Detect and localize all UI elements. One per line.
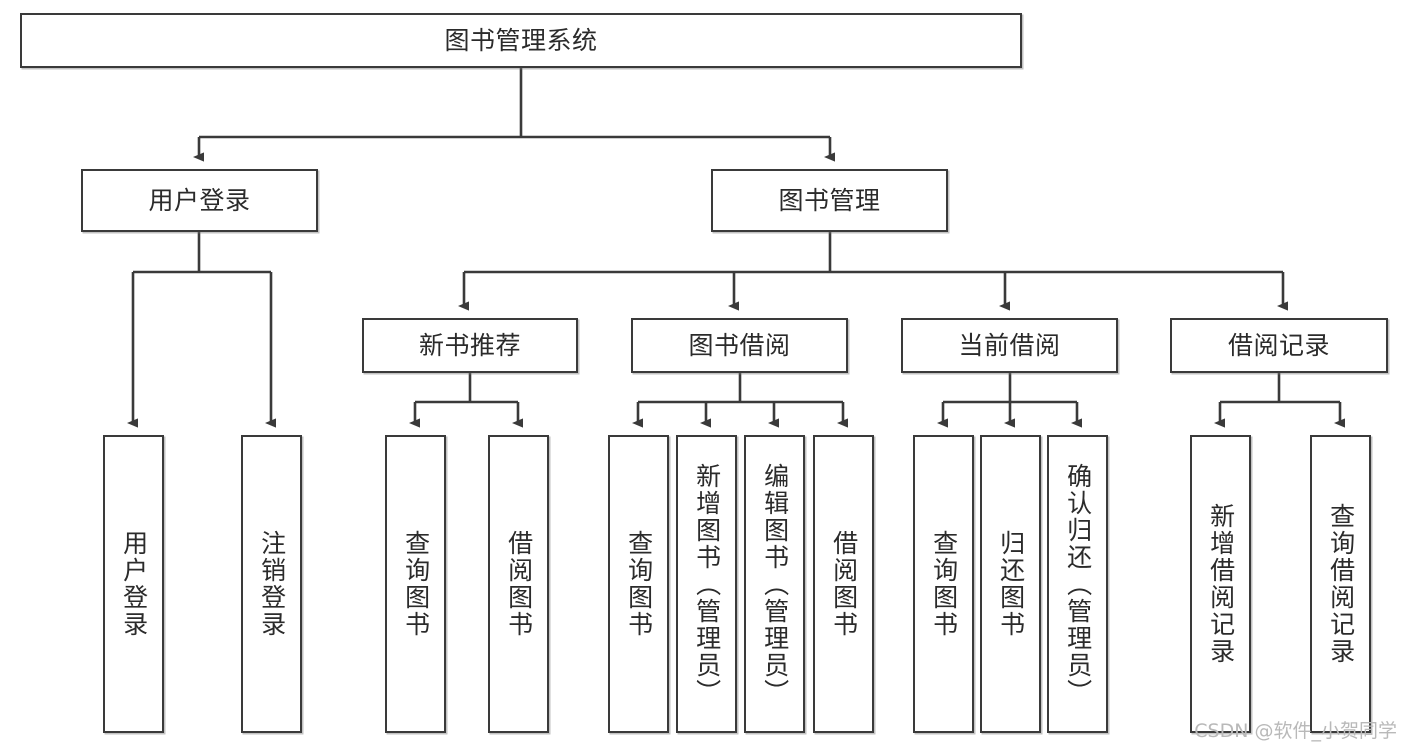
node-leaf-confirm-return[interactable]: 确认归还（管理员）	[1047, 435, 1108, 733]
node-borrow-record-label: 借阅记录	[1227, 330, 1330, 360]
node-leaf-query-record-label: 查询借阅记录	[1326, 503, 1356, 665]
node-leaf-return-book-label: 归还图书	[996, 530, 1026, 638]
node-user-login[interactable]: 用户登录	[81, 169, 318, 232]
node-leaf-query-book-1[interactable]: 查询图书	[385, 435, 446, 733]
node-leaf-user-login[interactable]: 用户登录	[103, 435, 164, 733]
node-leaf-return-book[interactable]: 归还图书	[980, 435, 1041, 733]
node-leaf-user-login-label: 用户登录	[119, 530, 149, 638]
node-leaf-query-book-3[interactable]: 查询图书	[913, 435, 974, 733]
node-new-book-recommend-label: 新书推荐	[418, 330, 521, 360]
node-leaf-confirm-return-label: 确认归还（管理员）	[1063, 462, 1093, 706]
node-leaf-logout-label: 注销登录	[257, 530, 287, 638]
node-leaf-query-record[interactable]: 查询借阅记录	[1310, 435, 1371, 733]
node-current-borrow-label: 当前借阅	[958, 330, 1061, 360]
node-book-manage-label: 图书管理	[778, 185, 881, 215]
node-leaf-borrow-book-2-label: 借阅图书	[829, 530, 859, 638]
node-root-label: 图书管理系统	[444, 25, 598, 55]
node-leaf-edit-book-label: 编辑图书（管理员）	[760, 462, 790, 706]
node-leaf-query-book-2[interactable]: 查询图书	[608, 435, 669, 733]
node-leaf-logout[interactable]: 注销登录	[241, 435, 302, 733]
node-book-manage[interactable]: 图书管理	[711, 169, 948, 232]
node-book-borrow-label: 图书借阅	[688, 330, 791, 360]
node-user-login-label: 用户登录	[148, 185, 251, 215]
node-root[interactable]: 图书管理系统	[20, 13, 1022, 68]
node-leaf-query-book-3-label: 查询图书	[929, 530, 959, 638]
node-new-book-recommend[interactable]: 新书推荐	[362, 318, 578, 373]
node-leaf-add-book-label: 新增图书（管理员）	[692, 462, 722, 706]
node-leaf-add-book[interactable]: 新增图书（管理员）	[676, 435, 737, 733]
node-leaf-borrow-book-1-label: 借阅图书	[504, 530, 534, 638]
node-leaf-query-book-2-label: 查询图书	[624, 530, 654, 638]
node-leaf-query-book-1-label: 查询图书	[401, 530, 431, 638]
node-current-borrow[interactable]: 当前借阅	[901, 318, 1118, 373]
node-book-borrow[interactable]: 图书借阅	[631, 318, 848, 373]
node-leaf-borrow-book-2[interactable]: 借阅图书	[813, 435, 874, 733]
node-borrow-record[interactable]: 借阅记录	[1170, 318, 1388, 373]
node-leaf-borrow-book-1[interactable]: 借阅图书	[488, 435, 549, 733]
node-leaf-edit-book[interactable]: 编辑图书（管理员）	[744, 435, 805, 733]
watermark-text: CSDN @软件_小贺同学	[1194, 720, 1397, 742]
node-leaf-add-record[interactable]: 新增借阅记录	[1190, 435, 1251, 733]
node-leaf-add-record-label: 新增借阅记录	[1206, 503, 1236, 665]
